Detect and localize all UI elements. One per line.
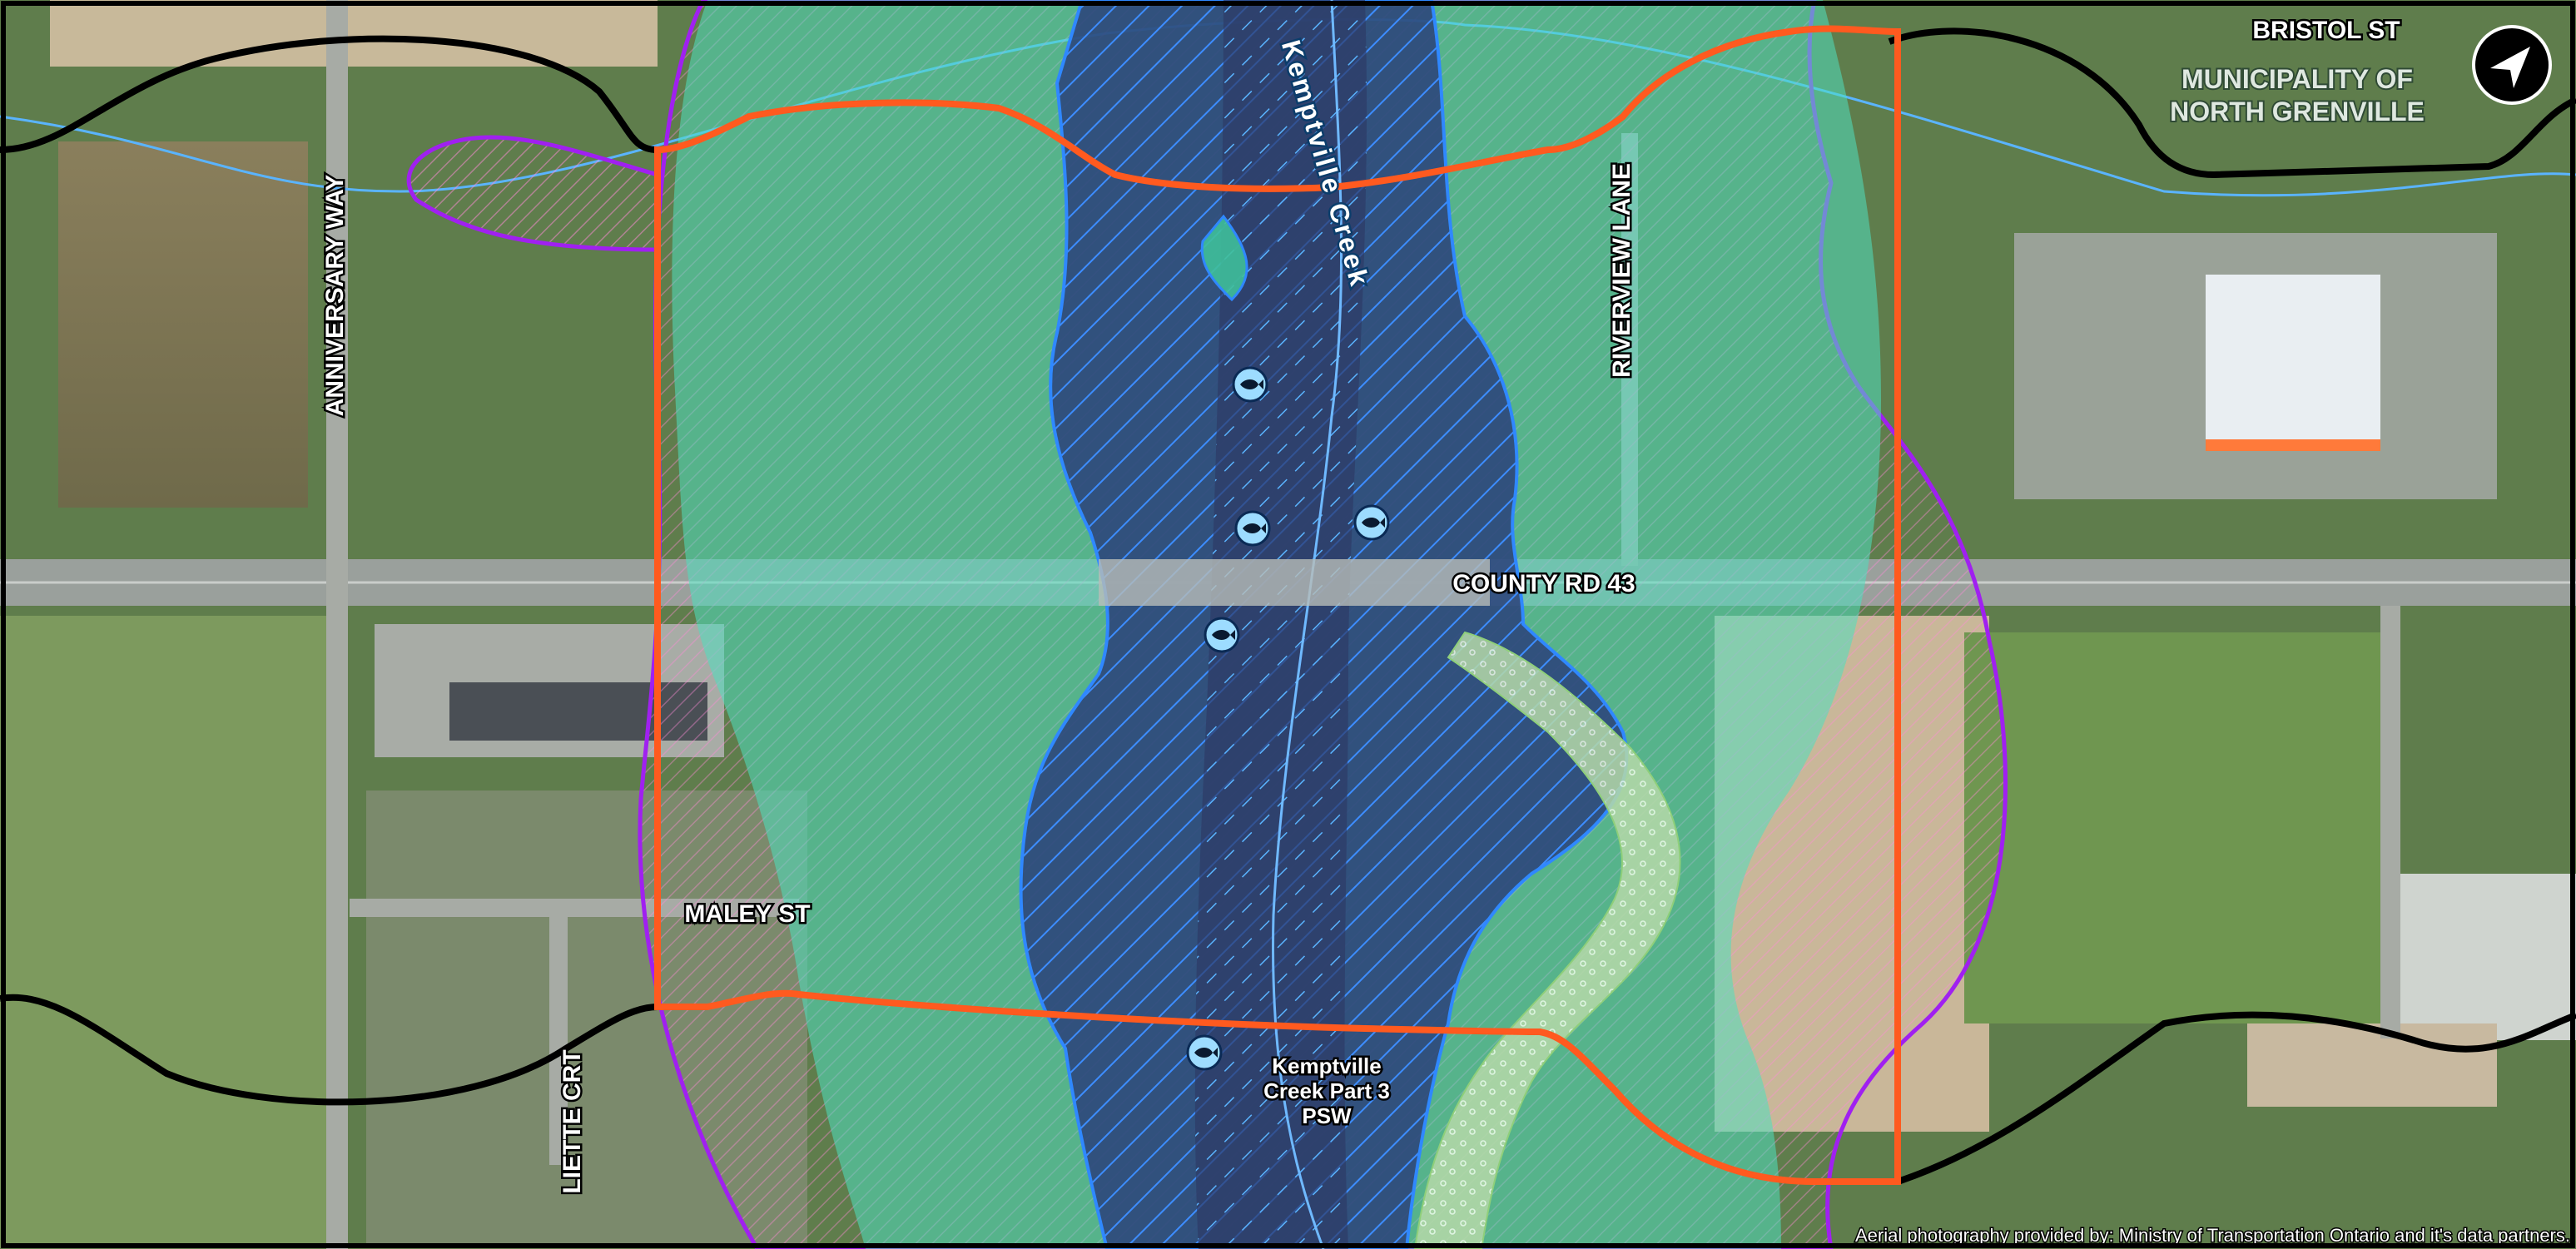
liette-crt-label: LIETTE CRT: [558, 1049, 586, 1193]
psw-label-line3: PSW: [1302, 1103, 1352, 1128]
county-rd-label: COUNTY RD 43: [1452, 570, 1635, 597]
fish-icon[interactable]: [1234, 510, 1271, 547]
photo-credit: Aerial photography provided by: Ministry…: [1855, 1225, 2570, 1246]
riverview-lane-label: RIVERVIEW LANE: [1608, 163, 1635, 378]
municipal-boundary-west-south: [0, 994, 658, 1106]
wetland-island: [1200, 214, 1248, 302]
store-building: [2206, 275, 2380, 441]
creek-dash-pattern: [1194, 0, 1367, 1249]
east-lot: [2397, 874, 2576, 1040]
municipal-boundary-west: [0, 35, 658, 153]
north-arrow-icon: [2472, 25, 2552, 105]
farm-field-north: [50, 0, 658, 67]
store-front: [2206, 439, 2380, 451]
municipal-boundary-east-south: [1896, 1011, 2576, 1185]
psw-label-line2: Creek Part 3: [1263, 1078, 1390, 1103]
regulated-area-tail: [406, 135, 658, 252]
east-field: [1964, 632, 2380, 1023]
anniversary-way-label: ANNIVERSARY WAY: [321, 175, 349, 417]
psw-label-line1: Kemptville: [1272, 1053, 1382, 1078]
vegetation-strip: [1413, 631, 1681, 1249]
east-service-road: [2380, 606, 2400, 1038]
liette-crt-road: [549, 915, 568, 1165]
farm-field: [58, 141, 308, 508]
creek-centreline: [1272, 0, 1343, 1249]
study-area-boundary: [654, 25, 1901, 1186]
dirt-patch: [2247, 1023, 2497, 1107]
fish-icon[interactable]: [1232, 366, 1268, 403]
cemetery-field: [0, 616, 333, 1248]
municipal-boundary-east: [1888, 27, 2576, 179]
bridge-deck: [1099, 559, 1490, 606]
municipality-label-line2: NORTH GRENVILLE: [2170, 97, 2425, 126]
fish-icon[interactable]: [1204, 617, 1240, 653]
maley-st-label: MALEY ST: [684, 900, 810, 928]
bristol-st-label: BRISTOL ST: [2252, 17, 2400, 44]
municipality-label-line1: MUNICIPALITY OF: [2181, 64, 2413, 94]
fish-icon[interactable]: [1186, 1034, 1223, 1071]
anniversary-way-road: [326, 0, 348, 1249]
fish-icon[interactable]: [1353, 504, 1390, 541]
